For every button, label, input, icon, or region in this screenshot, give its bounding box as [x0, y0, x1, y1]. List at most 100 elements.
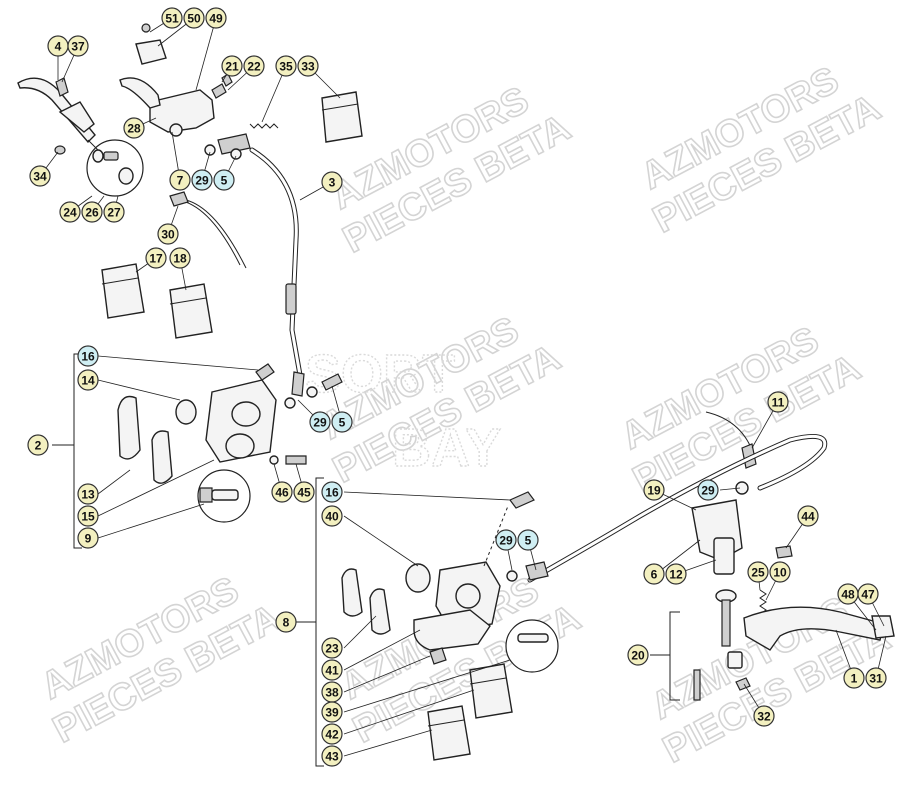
callout-number: 5	[221, 174, 228, 188]
callout-badge	[221, 55, 243, 77]
detail-magnifier-circle	[505, 619, 559, 673]
caliper-pin	[211, 489, 239, 501]
callout-number: 48	[841, 588, 855, 602]
part-callout-2: 2	[27, 434, 49, 456]
callout-badge	[321, 745, 343, 767]
part-callout-5: 5	[331, 411, 353, 433]
callout-badge	[205, 7, 227, 29]
callout-number: 26	[85, 206, 99, 220]
callout-number: 15	[81, 510, 95, 524]
part-callout-29: 29	[191, 169, 213, 191]
callout-number: 43	[325, 750, 339, 764]
callout-badge	[77, 527, 99, 549]
part-callout-4: 4	[47, 35, 69, 57]
caliper-bolt	[285, 455, 307, 465]
grease-sachet	[469, 663, 513, 719]
callout-badge	[665, 563, 687, 585]
callout-number: 41	[325, 664, 339, 678]
part-callout-40: 40	[321, 505, 343, 527]
clamp-part	[169, 123, 183, 137]
callout-number: 34	[33, 170, 47, 184]
part-callout-33: 33	[297, 55, 319, 77]
part-callout-16: 16	[77, 345, 99, 367]
nut-part	[54, 145, 66, 155]
callout-badge	[331, 411, 353, 433]
part-callout-32: 32	[753, 705, 775, 727]
callout-number: 9	[85, 532, 92, 546]
part-callout-15: 15	[77, 505, 99, 527]
callout-number: 44	[801, 510, 815, 524]
part-callout-8: 8	[275, 611, 297, 633]
pin-head	[199, 487, 213, 503]
callout-number: 27	[107, 206, 121, 220]
callout-badge	[643, 563, 665, 585]
part-callout-45: 45	[293, 481, 315, 503]
callout-number: 42	[325, 728, 339, 742]
washer-part	[204, 144, 216, 156]
callout-badge	[157, 223, 179, 245]
part-callout-11: 11	[767, 391, 789, 413]
callout-badge	[321, 659, 343, 681]
part-callout-39: 39	[321, 701, 343, 723]
part-callout-31: 31	[865, 667, 887, 689]
front-brake-lever	[17, 77, 96, 144]
callout-number: 6	[651, 568, 658, 582]
bleed-screw	[255, 363, 275, 381]
part-callout-7: 7	[169, 169, 191, 191]
part-callout-22: 22	[243, 55, 265, 77]
callout-number: 5	[339, 416, 346, 430]
rear-brake-group	[296, 411, 895, 767]
callout-badge	[517, 529, 539, 551]
front-master-cylinder-group	[17, 23, 363, 339]
callout-number: 25	[751, 566, 765, 580]
detail-magnifier-circle	[86, 139, 144, 197]
callout-badge	[77, 369, 99, 391]
callout-number: 7	[177, 174, 184, 188]
part-callout-20: 20	[627, 644, 649, 666]
part-callout-1: 1	[843, 667, 865, 689]
part-callout-17: 17	[145, 247, 167, 269]
callout-badge	[321, 171, 343, 193]
callout-badge	[321, 723, 343, 745]
callout-number: 18	[173, 252, 187, 266]
callout-badge	[27, 434, 49, 456]
callout-number: 23	[325, 642, 339, 656]
part-callout-19: 19	[643, 479, 665, 501]
switch-part	[211, 83, 227, 99]
callout-badge	[67, 35, 89, 57]
callout-badge	[293, 481, 315, 503]
part-callout-50: 50	[183, 7, 205, 29]
callout-badge	[297, 55, 319, 77]
callout-number: 49	[209, 12, 223, 26]
part-callout-42: 42	[321, 723, 343, 745]
callout-number: 8	[283, 616, 290, 630]
callout-badge	[495, 529, 517, 551]
callout-number: 21	[225, 60, 239, 74]
caliper-pin	[517, 633, 549, 643]
callout-number: 32	[757, 710, 771, 724]
callout-badge	[123, 117, 145, 139]
callout-number: 35	[279, 60, 293, 74]
callout-number: 12	[669, 568, 683, 582]
rear-brake-pedal	[743, 606, 885, 651]
callout-number: 29	[195, 174, 209, 188]
callout-badge	[769, 561, 791, 583]
callout-number: 38	[325, 686, 339, 700]
part-callout-10: 10	[769, 561, 791, 583]
part-callout-5: 5	[213, 169, 235, 191]
callout-badge	[697, 479, 719, 501]
callout-badge	[271, 481, 293, 503]
part-callout-38: 38	[321, 681, 343, 703]
callout-number: 20	[631, 649, 645, 663]
callout-badge	[627, 644, 649, 666]
bolt-part	[775, 545, 793, 559]
callout-number: 14	[81, 374, 95, 388]
grease-sachet	[101, 263, 145, 319]
callout-badge	[309, 411, 331, 433]
piston-part	[405, 563, 431, 593]
part-callout-21: 21	[221, 55, 243, 77]
part-callout-30: 30	[157, 223, 179, 245]
master-cylinder-body	[149, 89, 215, 133]
piston-part	[175, 399, 197, 425]
